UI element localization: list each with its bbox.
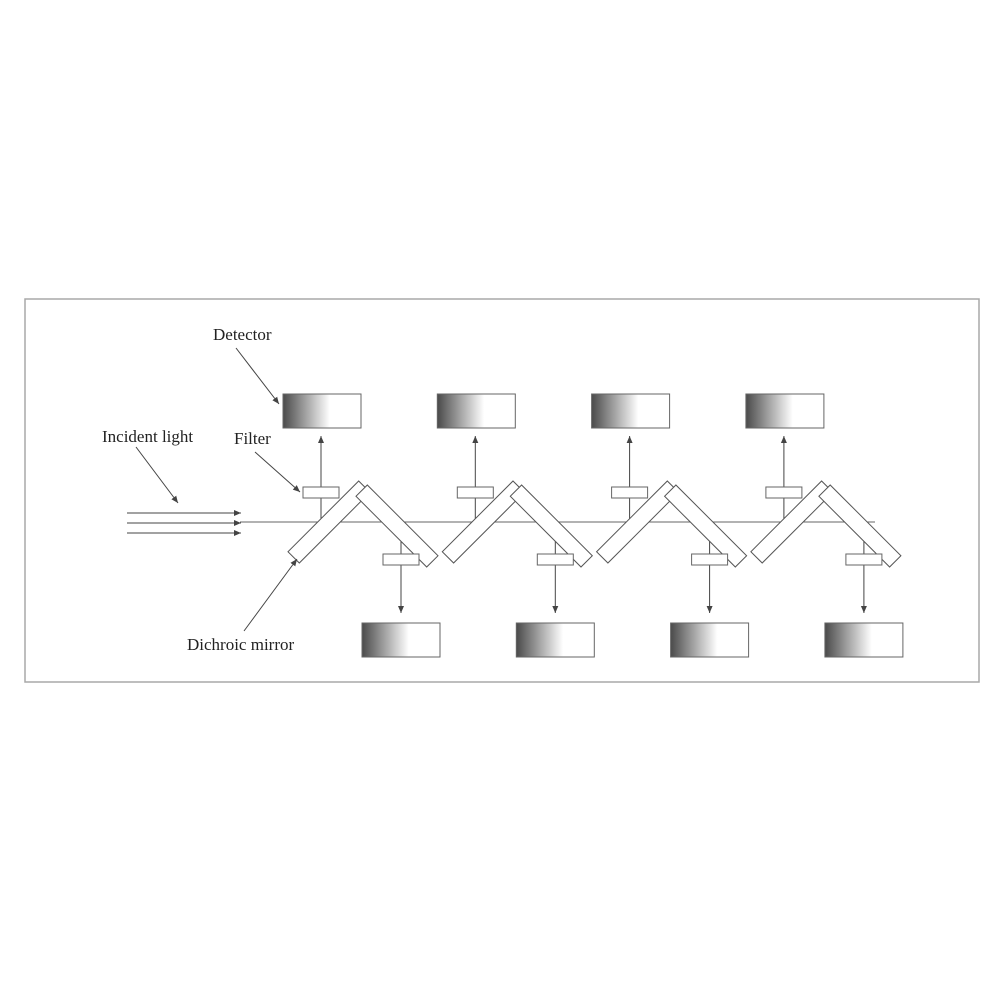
dichroic-mirror [441,480,526,564]
filter-bottom [536,553,574,566]
detector-leader [235,347,280,405]
dichroic-mirror-array [287,480,902,568]
dichroic-mirror [509,484,594,568]
filter-leader [254,451,301,493]
detector-bottom [670,622,750,658]
detector-bottom [515,622,595,658]
filter-bottom [382,553,420,566]
filter-top [302,486,340,499]
diagram-frame [24,298,980,683]
incident-light-leader [135,446,179,504]
dichroic-mirror [355,484,439,568]
detector-top [436,393,516,429]
dichroic-mirror [663,484,748,568]
dichroic-mirror [818,484,902,568]
detector-top [282,393,362,429]
dichroic-mirror [750,480,834,564]
detector-bottom [824,622,904,658]
filter-bottom [691,553,729,566]
filter-bottom [845,553,883,566]
label-leader-lines [135,347,301,632]
incident-light-rays [127,510,241,536]
top-detector-row [282,393,825,522]
detector-top [745,393,825,429]
dichroic-mirror-leader [243,558,298,632]
detector-bottom [361,622,441,658]
filter-array [302,486,883,566]
dichroic-mirror [595,480,680,564]
filter-top [456,486,494,499]
detector-top [591,393,671,429]
filter-label: Filter [234,429,271,448]
filter-top [765,486,803,499]
filter-top [611,486,649,499]
dichroic-mirror-label: Dichroic mirror [187,635,294,654]
bottom-detector-row [361,522,904,658]
incident-light-label: Incident light [102,427,193,446]
detector-label: Detector [213,325,272,344]
dichroic-mirror [287,480,371,564]
